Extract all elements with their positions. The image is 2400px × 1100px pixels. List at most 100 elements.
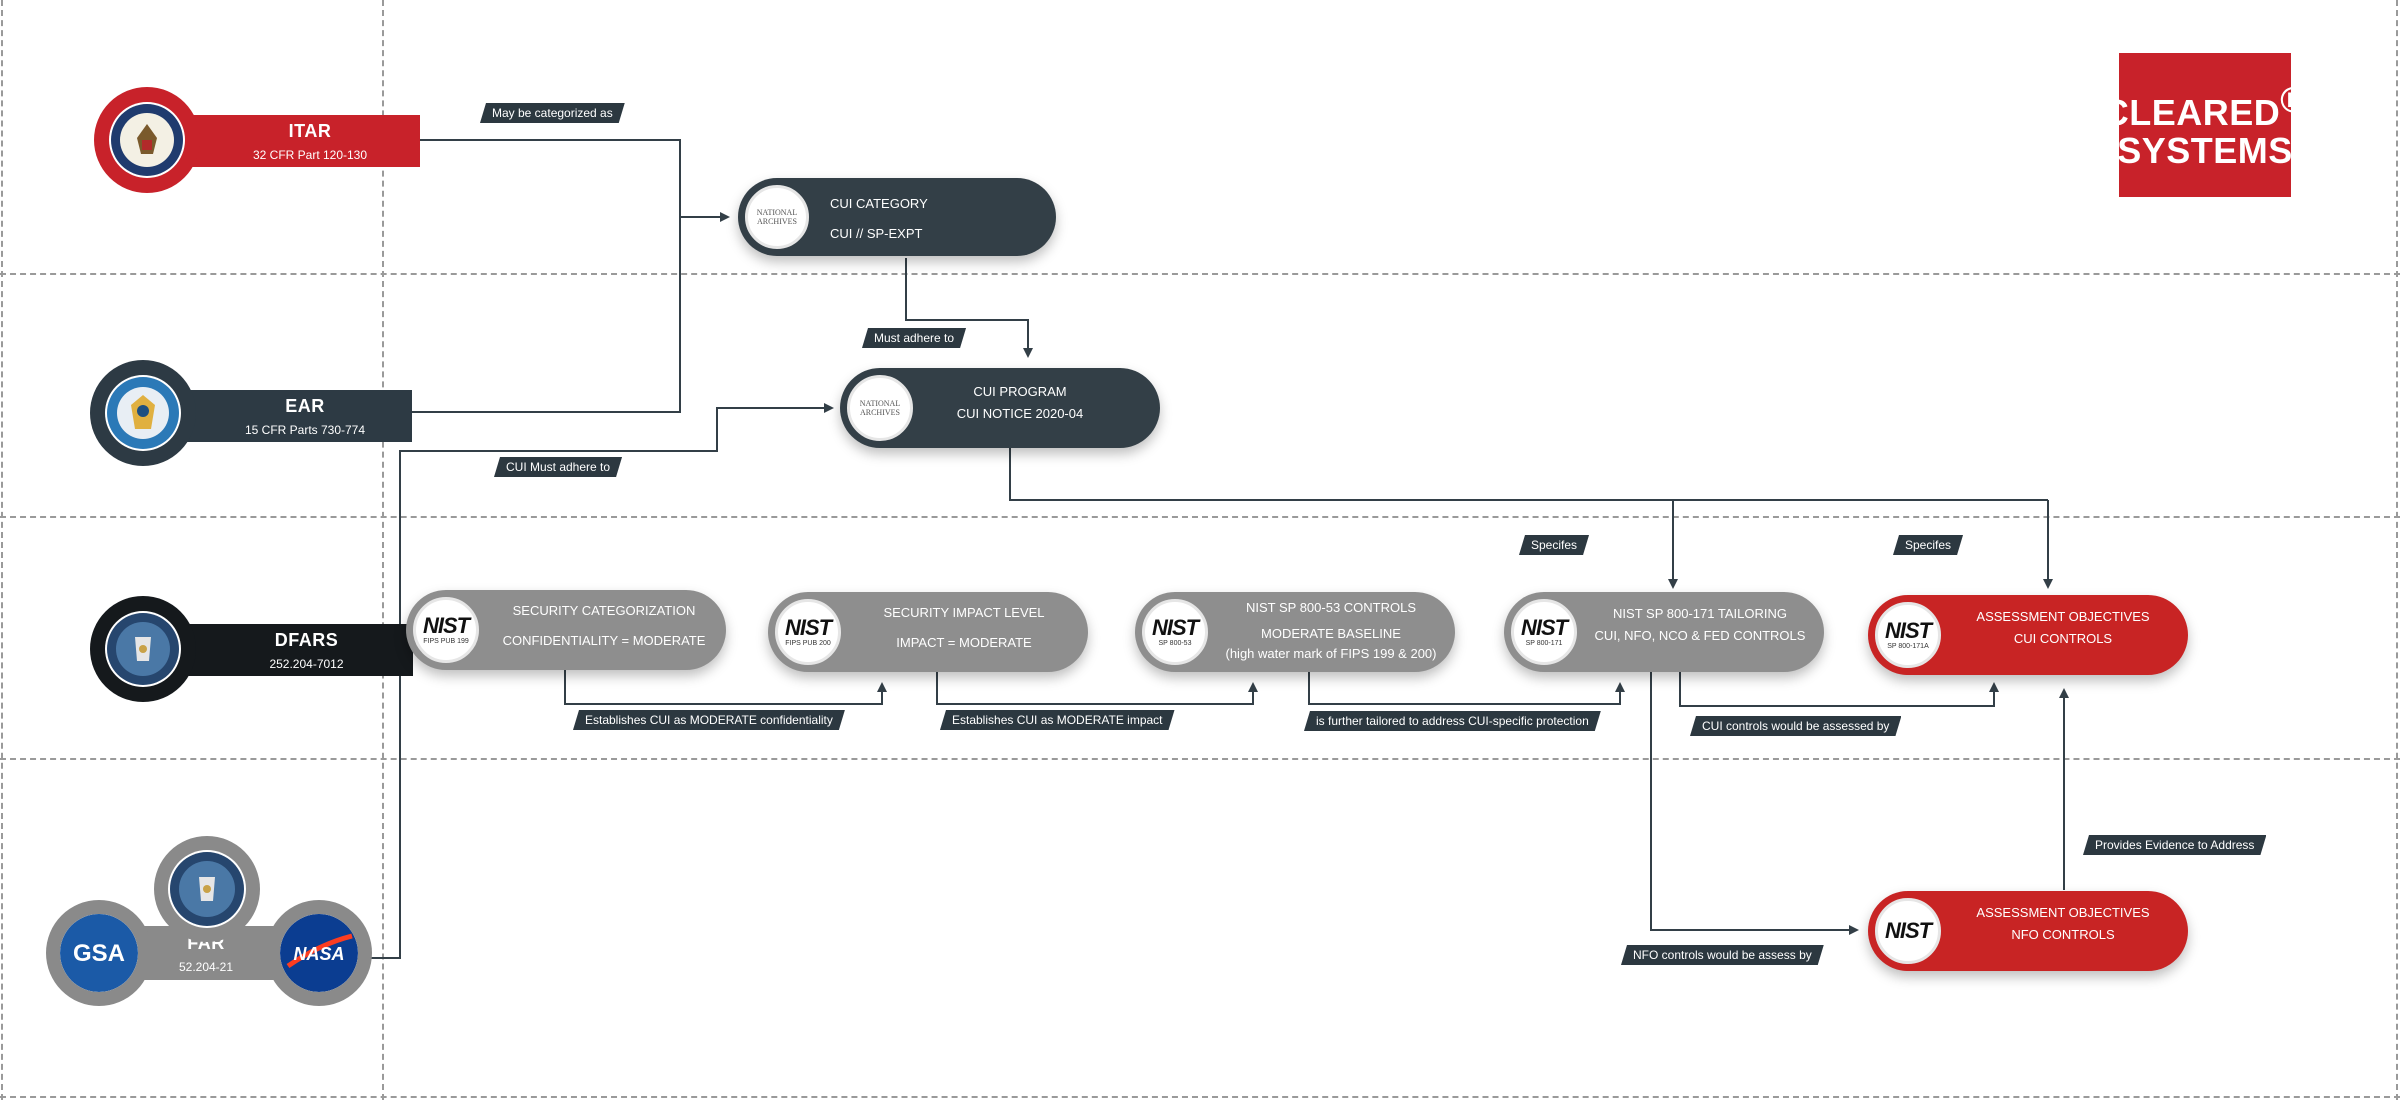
security-categorization-text: SECURITY CATEGORIZATION CONFIDENTIALITY … bbox=[486, 596, 722, 656]
registered-mark: ® bbox=[2280, 78, 2308, 120]
nist-logo-word: NIST bbox=[1884, 918, 1932, 943]
nist-logo-word: NIST bbox=[1151, 615, 1199, 640]
security-categorization-value: CONFIDENTIALITY = MODERATE bbox=[502, 633, 706, 648]
nist-logo-sub: SP 800-53 bbox=[1158, 640, 1192, 647]
nist-logo-word: NIST bbox=[1520, 615, 1568, 640]
impact-to-sp800-53-arrow bbox=[936, 670, 1258, 705]
dfars-title: DFARS bbox=[274, 629, 339, 650]
security-categorization-title: SECURITY CATEGORIZATION bbox=[512, 603, 696, 618]
sp800-171-to-ao-cui-arrow bbox=[1679, 670, 1999, 707]
edge-label-specifies: Specifes bbox=[1519, 535, 1589, 555]
ao-cui-value: CUI CONTROLS bbox=[2013, 631, 2113, 646]
edge-label-establishes-confidentiality: Establishes CUI as MODERATE confidential… bbox=[573, 710, 845, 730]
cui-program-title: CUI PROGRAM bbox=[973, 384, 1067, 399]
ao-cui-title: ASSESSMENT OBJECTIVES bbox=[1976, 609, 2150, 624]
nist-logo-sub: FIPS PUB 199 bbox=[423, 638, 469, 645]
lane-divider bbox=[0, 1096, 2400, 1098]
sp800-53-baseline: MODERATE BASELINE bbox=[1261, 626, 1401, 641]
ear-badge: EAR 15 CFR Parts 730-774 bbox=[90, 360, 412, 470]
archives-logo-text: NATIONAL ARCHIVES bbox=[859, 399, 901, 417]
edge-label-nfo-assessed: NFO controls would be assess by bbox=[1621, 945, 1824, 965]
itar-ear-to-category-line bbox=[320, 139, 681, 413]
lane-divider bbox=[0, 516, 2400, 518]
categorization-to-impact-arrow bbox=[564, 670, 887, 705]
sp800-171-node: NIST SP 800-171 NIST SP 800-171 TAILORIN… bbox=[1504, 592, 1824, 672]
ao-nfo-title: ASSESSMENT OBJECTIVES bbox=[1976, 905, 2150, 920]
cui-program-text: CUI PROGRAM CUI NOTICE 2020-04 bbox=[920, 381, 1120, 425]
edge-label-provides-evidence: Provides Evidence to Address bbox=[2083, 835, 2266, 855]
security-categorization-node: NIST FIPS PUB 199 SECURITY CATEGORIZATIO… bbox=[406, 590, 726, 670]
itar-badge: ITAR 32 CFR Part 120-130 bbox=[90, 85, 420, 195]
nist-logo-sub: SP 800-171A bbox=[1887, 643, 1929, 650]
archives-logo-text: NATIONAL ARCHIVES bbox=[756, 208, 798, 226]
itar-banner: ITAR 32 CFR Part 120-130 bbox=[180, 115, 420, 167]
nasa-logo-icon: NASA bbox=[280, 914, 358, 992]
security-impact-text: SECURITY IMPACT LEVEL IMPACT = MODERATE bbox=[848, 598, 1080, 658]
far-badge: FAR 52.204-21 GSA NASA bbox=[46, 836, 372, 1006]
cui-category-value: CUI // SP-EXPT bbox=[830, 226, 923, 241]
edge-label-establishes-impact: Establishes CUI as MODERATE impact bbox=[940, 710, 1175, 730]
sp800-53-title: NIST SP 800-53 CONTROLS bbox=[1245, 600, 1417, 615]
edge-label-cui-must-adhere: CUI Must adhere to bbox=[494, 457, 622, 477]
sp800-53-text: NIST SP 800-53 CONTROLS MODERATE BASELIN… bbox=[1213, 598, 1449, 664]
commerce-department-seal-icon bbox=[105, 375, 181, 451]
sp800-171-title: NIST SP 800-171 TAILORING bbox=[1613, 606, 1787, 621]
program-to-controls-line bbox=[1009, 447, 2048, 501]
nist-sp800-171a-logo-icon: NIST SP 800-171A bbox=[1875, 602, 1941, 668]
security-impact-node: NIST FIPS PUB 200 SECURITY IMPACT LEVEL … bbox=[768, 592, 1088, 672]
ao-cui-text: ASSESSMENT OBJECTIVES CUI CONTROLS bbox=[1948, 606, 2178, 650]
defense-department-seal-icon bbox=[105, 611, 181, 687]
nist-sp800-171-logo-icon: NIST SP 800-171 bbox=[1511, 599, 1577, 665]
cui-program-value: CUI NOTICE 2020-04 bbox=[956, 406, 1084, 421]
ear-banner: EAR 15 CFR Parts 730-774 bbox=[180, 390, 412, 442]
edge-label-specifies: Specifes bbox=[1893, 535, 1963, 555]
itar-subtitle: 32 CFR Part 120-130 bbox=[252, 147, 368, 162]
itar-title: ITAR bbox=[288, 120, 332, 141]
lane-divider bbox=[0, 758, 2400, 760]
cui-category-title: CUI CATEGORY bbox=[830, 196, 928, 211]
sp800-171-to-ao-nfo-arrow bbox=[1650, 670, 1859, 935]
column-divider bbox=[2396, 0, 2398, 1100]
edge-label-further-tailored: is further tailored to address CUI-speci… bbox=[1304, 711, 1601, 731]
sp800-53-note: (high water mark of FIPS 199 & 200) bbox=[1225, 646, 1437, 661]
dfars-subtitle: 252.204-7012 bbox=[269, 656, 344, 671]
assessment-objectives-nfo-node: NIST ASSESSMENT OBJECTIVES NFO CONTROLS bbox=[1868, 891, 2188, 971]
nist-fips-200-logo-icon: NIST FIPS PUB 200 bbox=[775, 599, 841, 665]
ao-nfo-value: NFO CONTROLS bbox=[2011, 927, 2115, 942]
national-archives-logo-icon: NATIONAL ARCHIVES bbox=[847, 375, 913, 441]
dfars-banner: DFARS 252.204-7012 bbox=[180, 624, 413, 676]
cui-program-node: NATIONAL ARCHIVES CUI PROGRAM CUI NOTICE… bbox=[840, 368, 1160, 448]
national-archives-logo-icon: NATIONAL ARCHIVES bbox=[745, 185, 809, 249]
far-subtitle: 52.204-21 bbox=[178, 959, 234, 974]
brand-line-1: CLEARED® bbox=[2103, 78, 2308, 132]
edge-label-cui-assessed: CUI controls would be assessed by bbox=[1690, 716, 1901, 736]
category-to-program-arrow bbox=[905, 258, 1033, 358]
column-divider bbox=[382, 0, 384, 1100]
cleared-systems-logo: CLEARED® SYSTEMS bbox=[2103, 53, 2307, 197]
column-divider bbox=[1, 0, 3, 1100]
nist-fips-199-logo-icon: NIST FIPS PUB 199 bbox=[413, 597, 479, 663]
nist-logo-sub: SP 800-171 bbox=[1525, 640, 1563, 647]
nist-logo-word: NIST bbox=[784, 615, 832, 640]
svg-text:GSA: GSA bbox=[73, 940, 125, 967]
nist-sp800-53-logo-icon: NIST SP 800-53 bbox=[1142, 599, 1208, 665]
cui-category-node: NATIONAL ARCHIVES CUI CATEGORY CUI // SP… bbox=[738, 178, 1056, 256]
assessment-objectives-cui-node: NIST SP 800-171A ASSESSMENT OBJECTIVES C… bbox=[1868, 595, 2188, 675]
sp800-53-to-sp800-171-arrow bbox=[1308, 670, 1625, 705]
nist-logo-word: NIST bbox=[1884, 618, 1932, 643]
svg-text:NASA: NASA bbox=[293, 944, 344, 964]
lane-divider bbox=[0, 273, 2400, 275]
state-department-seal-icon bbox=[109, 102, 185, 178]
security-impact-title: SECURITY IMPACT LEVEL bbox=[883, 605, 1045, 620]
dfars-badge: DFARS 252.204-7012 bbox=[90, 596, 413, 706]
gsa-logo-icon: GSA bbox=[60, 914, 138, 992]
sp800-171-text: NIST SP 800-171 TAILORING CUI, NFO, NCO … bbox=[1582, 603, 1818, 647]
nist-logo-word: NIST bbox=[422, 613, 470, 638]
edge-label-categorized: May be categorized as bbox=[480, 103, 625, 123]
sp800-171-value: CUI, NFO, NCO & FED CONTROLS bbox=[1594, 628, 1806, 643]
defense-department-seal-icon bbox=[168, 850, 246, 928]
nist-logo-sub: FIPS PUB 200 bbox=[785, 640, 831, 647]
security-impact-value: IMPACT = MODERATE bbox=[896, 635, 1032, 650]
ear-subtitle: 15 CFR Parts 730-774 bbox=[244, 422, 366, 437]
cui-category-text: CUI CATEGORY CUI // SP-EXPT bbox=[824, 189, 1024, 249]
